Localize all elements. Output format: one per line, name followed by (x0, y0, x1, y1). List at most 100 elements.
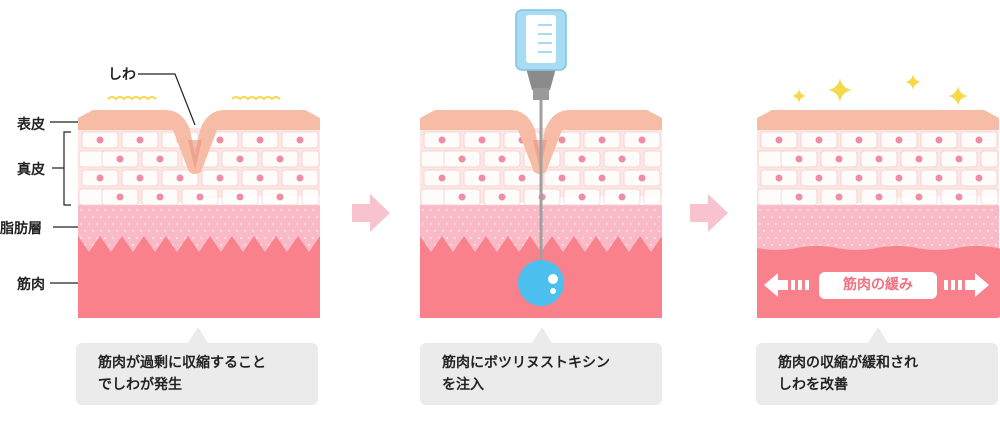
fat-dot (550, 209, 552, 211)
fat-dot (847, 237, 849, 239)
fat-dot (434, 230, 436, 232)
fat-dot (196, 230, 198, 232)
cell-nucleus (96, 136, 104, 144)
fat-dot (602, 230, 604, 232)
cell-nucleus (236, 193, 244, 201)
fat-dot (775, 209, 777, 211)
fat-dot (590, 209, 592, 211)
fat-dot (562, 230, 564, 232)
fat-dot (526, 237, 528, 239)
fat-dot (96, 223, 98, 225)
fat-dot (184, 209, 186, 211)
fat-dot (208, 223, 210, 225)
cell-nucleus (795, 193, 803, 201)
fat-dot (891, 230, 893, 232)
fat-dot (995, 244, 997, 246)
fat-dot (907, 216, 909, 218)
fat-dot (276, 216, 278, 218)
fat-dot (478, 237, 480, 239)
fat-dot (518, 237, 520, 239)
fat-dot (630, 223, 632, 225)
fat-dot (799, 209, 801, 211)
fat-dot (212, 216, 214, 218)
fat-dot (446, 223, 448, 225)
fat-dot (578, 230, 580, 232)
fat-dot (787, 216, 789, 218)
fat-dot (654, 223, 656, 225)
fat-dot (839, 223, 841, 225)
fat-dot (490, 230, 492, 232)
cell-nucleus (256, 136, 264, 144)
fat-dot (811, 244, 813, 246)
cell-nucleus (638, 174, 646, 182)
fat-dot (951, 209, 953, 211)
cell-nucleus (578, 193, 586, 201)
fat-dot (486, 209, 488, 211)
fat-dot (216, 209, 218, 211)
fat-dot (430, 237, 432, 239)
fat-dot (180, 230, 182, 232)
fat-dot (200, 237, 202, 239)
fat-dot (630, 237, 632, 239)
fat-dot (582, 237, 584, 239)
arrow-dash (951, 280, 955, 290)
fat-dot (518, 209, 520, 211)
arrow-right-icon (965, 273, 989, 297)
fat-dot (316, 230, 318, 232)
fat-dot (160, 209, 162, 211)
fat-dot (92, 216, 94, 218)
fat-dot (80, 237, 82, 239)
fat-dot (779, 230, 781, 232)
fat-dot (927, 237, 929, 239)
fat-dot (614, 209, 616, 211)
fat-dot (763, 244, 765, 246)
fat-dot (955, 216, 957, 218)
fat-dot (590, 237, 592, 239)
fat-dot (803, 230, 805, 232)
fat-dot (767, 223, 769, 225)
fat-dot (899, 244, 901, 246)
fat-dot (931, 216, 933, 218)
fat-dot (899, 216, 901, 218)
fat-dot (871, 209, 873, 211)
muscle-layer (78, 236, 320, 318)
dermis-cell (643, 150, 662, 168)
fat-dot (939, 230, 941, 232)
fat-dot (308, 216, 310, 218)
fat-dot (582, 209, 584, 211)
fat-dot (915, 230, 917, 232)
cell-nucleus (795, 155, 803, 163)
label-fat-layer: 脂肪層 (0, 221, 42, 237)
cell-nucleus (458, 193, 466, 201)
fat-dot (196, 244, 198, 246)
fat-dot (562, 244, 564, 246)
fat-dot (482, 216, 484, 218)
fat-dot (192, 237, 194, 239)
fat-dot (871, 237, 873, 239)
epidermis-layer (420, 110, 662, 174)
fat-dot (927, 223, 929, 225)
fat-dot (654, 237, 656, 239)
caption-step-3: 筋肉の収縮が緩和され しわを改善 (756, 327, 998, 405)
fat-dot (983, 209, 985, 211)
fat-dot (84, 216, 86, 218)
cell-nucleus (935, 174, 943, 182)
fat-dot (963, 216, 965, 218)
fat-dot (442, 216, 444, 218)
bubble-highlight (550, 288, 556, 294)
fat-dot (256, 223, 258, 225)
fat-dot (594, 216, 596, 218)
fat-dot (807, 209, 809, 211)
syringe-tip (533, 88, 549, 100)
fat-dot (975, 223, 977, 225)
fat-dot (991, 223, 993, 225)
fat-dot (875, 216, 877, 218)
fat-dot (859, 216, 861, 218)
fat-dot (851, 216, 853, 218)
fat-dot (184, 237, 186, 239)
cell-nucleus (775, 136, 783, 144)
fat-dot (216, 223, 218, 225)
fat-dot (494, 209, 496, 211)
fat-dot (855, 237, 857, 239)
cell-nucleus (975, 174, 983, 182)
